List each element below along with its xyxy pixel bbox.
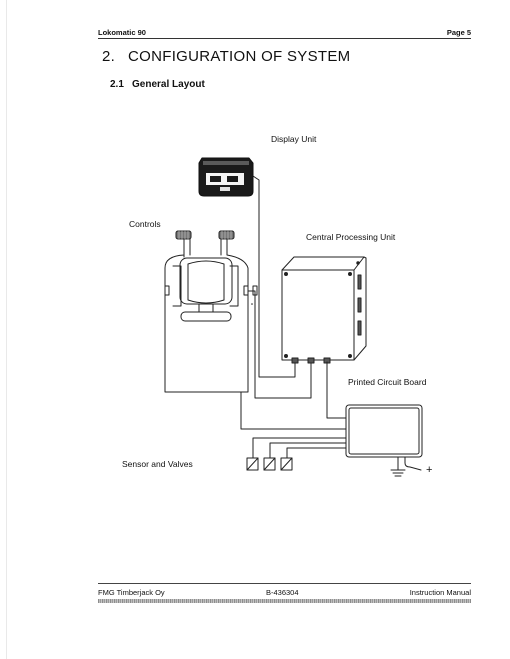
section-number: 2. (102, 48, 116, 65)
pcb-label: Printed Circuit Board (348, 377, 427, 387)
footer-doc-type: Instruction Manual (409, 588, 471, 597)
pcb-box-icon (345, 404, 423, 458)
sensor-valve-icon (280, 457, 293, 471)
display-unit-icon (198, 157, 254, 197)
header-title: Lokomatic 90 (98, 28, 146, 37)
subsection-title: General Layout (132, 79, 205, 90)
ground-terminal-icon (390, 456, 406, 477)
binding-margin (6, 0, 7, 659)
sensor-valve-icon (246, 457, 259, 471)
display-cable (252, 175, 296, 378)
plus-label: + (426, 464, 433, 476)
section-heading: 2. CONFIGURATION OF SYSTEM (102, 48, 350, 65)
footer-doc-number: B-436304 (266, 588, 299, 597)
plus-terminal-icon (404, 456, 422, 471)
sensor-valve-icon (263, 457, 276, 471)
footer-band (98, 599, 471, 603)
subsection-heading: 2.1 General Layout (110, 79, 205, 90)
header-rule (98, 38, 471, 39)
subsection-number: 2.1 (110, 79, 124, 90)
sensors-label: Sensor and Valves (122, 459, 193, 469)
control-plug-left-icon (175, 230, 192, 240)
footer-rule (98, 583, 471, 584)
control-plug-right-icon (218, 230, 235, 240)
controls-cable-right (247, 290, 312, 399)
cpu-label: Central Processing Unit (306, 232, 396, 242)
footer-company: FMG Timberjack Oy (98, 588, 165, 597)
page-number: Page 5 (446, 28, 471, 37)
controls-label: Controls (129, 219, 161, 229)
display-unit-label: Display Unit (271, 134, 317, 144)
cpu-box-icon (281, 256, 367, 364)
controls-armrests-icon (164, 238, 258, 393)
section-title: CONFIGURATION OF SYSTEM (128, 48, 351, 65)
sensor-cables (252, 437, 347, 459)
cpu-pcb-cable (326, 361, 347, 419)
controls-cable-bottom (240, 391, 347, 430)
